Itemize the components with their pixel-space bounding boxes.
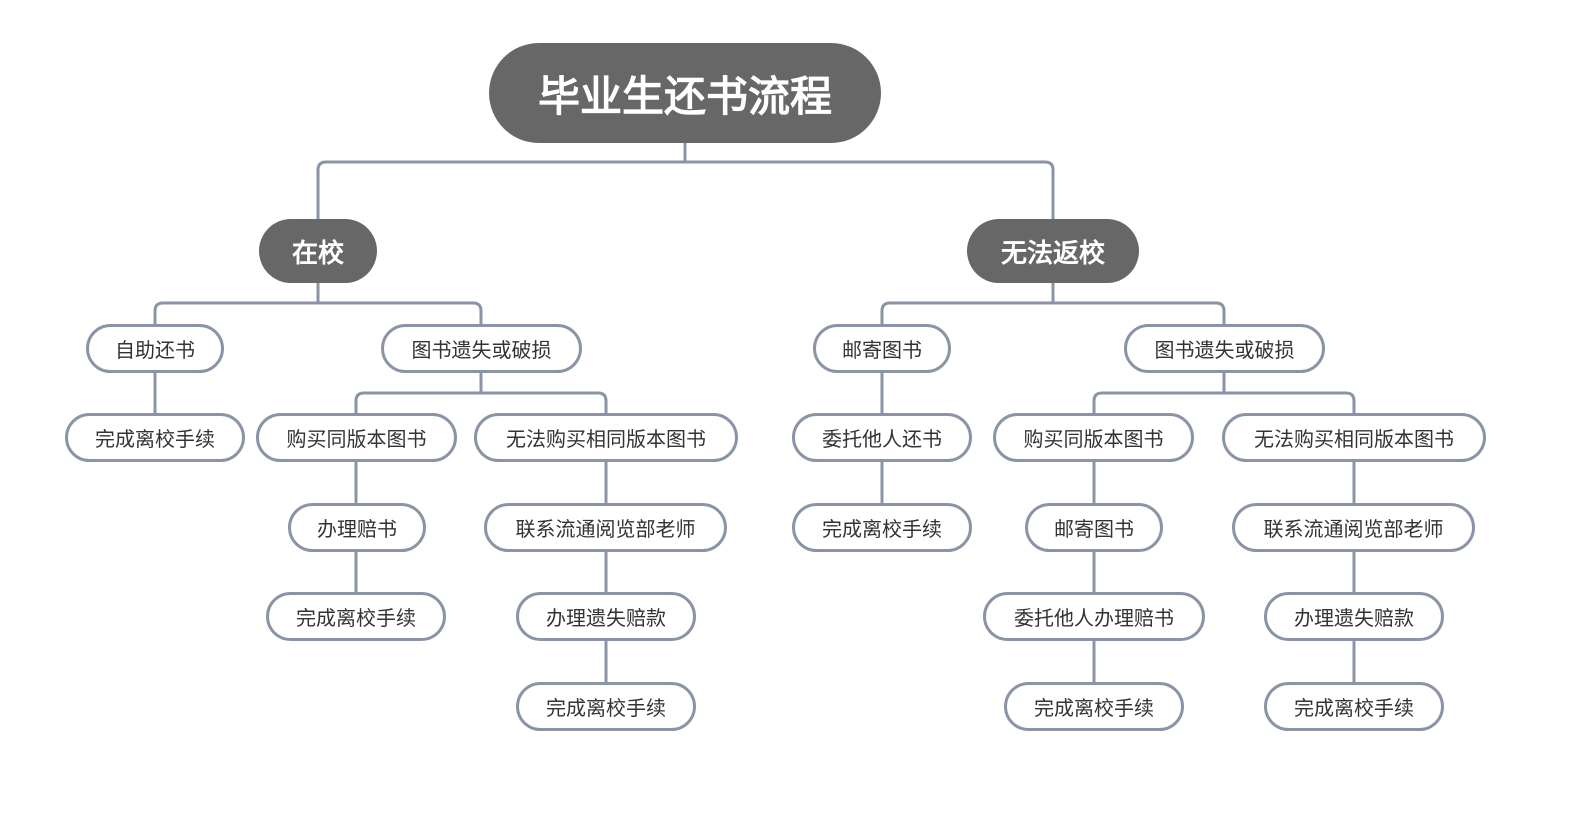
node-lost-compensation-2: 办理遗失赔款	[1264, 592, 1444, 641]
node-complete-leaving-4: 完成离校手续	[792, 503, 972, 552]
node-mail-books-2: 邮寄图书	[1025, 503, 1163, 552]
node-compensate-book-1: 办理赔书	[288, 503, 426, 552]
node-complete-leaving-6: 完成离校手续	[1264, 682, 1444, 731]
node-complete-leaving-5: 完成离校手续	[1004, 682, 1184, 731]
node-self-return: 自助还书	[86, 324, 224, 373]
lost-fork-1-bar	[354, 391, 608, 413]
node-buy-same-edition-2: 购买同版本图书	[993, 413, 1194, 462]
node-complete-leaving-3: 完成离校手续	[516, 682, 696, 731]
node-lost-compensation-1: 办理遗失赔款	[516, 592, 696, 641]
node-entrust-compensate: 委托他人办理赔书	[983, 592, 1205, 641]
node-contact-teacher-1: 联系流通阅览部老师	[484, 503, 727, 552]
root-fork-bar	[316, 160, 1055, 219]
node-contact-teacher-2: 联系流通阅览部老师	[1232, 503, 1475, 552]
on-campus-fork-bar	[153, 301, 483, 324]
node-entrust-return: 委托他人还书	[792, 413, 972, 462]
node-buy-same-edition-1: 购买同版本图书	[256, 413, 457, 462]
lost-fork-2-bar	[1092, 391, 1356, 413]
branch-on-campus: 在校	[259, 219, 377, 283]
branch-cannot-return: 无法返校	[967, 219, 1139, 283]
node-lost-damaged-2: 图书遗失或破损	[1124, 324, 1325, 373]
node-complete-leaving-2: 完成离校手续	[266, 592, 446, 641]
node-lost-damaged-1: 图书遗失或破损	[381, 324, 582, 373]
node-mail-books: 邮寄图书	[813, 324, 951, 373]
node-complete-leaving-1: 完成离校手续	[65, 413, 245, 462]
cannot-return-fork-bar	[880, 301, 1226, 324]
node-cannot-buy-same-2: 无法购买相同版本图书	[1222, 413, 1486, 462]
root-node: 毕业生还书流程	[489, 43, 881, 143]
node-cannot-buy-same-1: 无法购买相同版本图书	[474, 413, 738, 462]
